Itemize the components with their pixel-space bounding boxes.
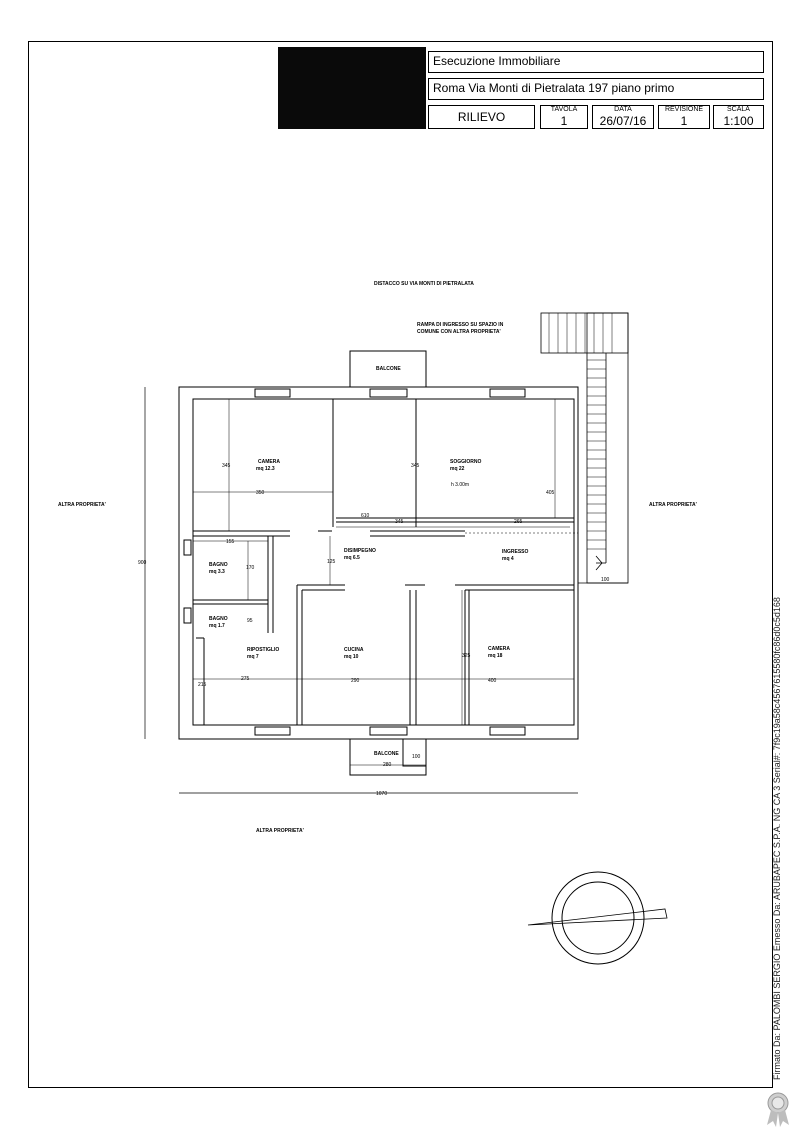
camera-name: CAMERA	[258, 459, 280, 465]
soggiorno-height: h 3.00m	[451, 482, 469, 488]
drawing-frame	[28, 41, 773, 1088]
dim-405: 405	[546, 490, 555, 496]
dim-345a: 345	[222, 463, 231, 469]
camera2-area: mq 18	[488, 653, 503, 659]
dim-290: 290	[351, 678, 360, 684]
balcone-top-label: BALCONE	[376, 366, 401, 372]
windows	[183, 388, 526, 736]
digital-signature-text: Firmato Da: PALOMBI SERGIO Emesso Da: AR…	[772, 597, 782, 1080]
dim-100a: 100	[601, 577, 610, 583]
bagno2-name: BAGNO	[209, 616, 228, 622]
right-note: ALTRA PROPRIETA'	[649, 502, 697, 508]
ripostiglio-name: RIPOSTIGLIO	[247, 647, 279, 653]
title-line-1: Esecuzione Immobiliare	[428, 51, 764, 73]
dim-900: 900	[138, 560, 147, 566]
dim-170: 170	[246, 565, 255, 571]
dim-215: 215	[198, 682, 207, 688]
balcone-bottom-step	[402, 738, 427, 767]
dim-265: 265	[514, 519, 523, 525]
bagno1-name: BAGNO	[209, 562, 228, 568]
interior-walls	[193, 399, 574, 725]
scala-cell: SCALA 1:100	[713, 105, 764, 129]
dim-610: 610	[361, 513, 370, 519]
balcone-top	[349, 350, 427, 388]
disimpegno-name: DISIMPEGNO	[344, 548, 376, 554]
camera-area: mq 12.3	[256, 466, 275, 472]
soggiorno-name: SOGGIORNO	[450, 459, 482, 465]
dim-275: 275	[241, 676, 250, 682]
bagno2-area: mq 1.7	[209, 623, 225, 629]
dim-400: 400	[488, 678, 497, 684]
ripostiglio-area: mq 7	[247, 654, 259, 660]
dim-350: 350	[256, 490, 265, 496]
tavola-cell: TAVOLA 1	[540, 105, 588, 129]
left-note: ALTRA PROPRIETA'	[58, 502, 106, 508]
dim-100b: 100	[412, 754, 421, 760]
ramp-note-1: RAMPA DI INGRESSO SU SPAZIO IN	[417, 322, 504, 328]
top-note: DISTACCO SU VIA MONTI DI PIETRALATA	[374, 281, 474, 287]
dim-280: 280	[383, 762, 392, 768]
disimpegno-area: mq 6.5	[344, 555, 360, 561]
dim-95: 95	[247, 618, 253, 624]
staircase	[540, 312, 629, 584]
ingresso-name: INGRESSO	[502, 549, 529, 555]
bottom-note: ALTRA PROPRIETA'	[256, 828, 304, 834]
ingresso-area: mq 4	[502, 556, 514, 562]
dim-125: 125	[327, 559, 336, 565]
certificate-ribbon-icon	[767, 1092, 789, 1127]
dim-345b: 345	[411, 463, 420, 469]
revisione-cell: REVISIONE 1	[658, 105, 710, 129]
cucina-name: CUCINA	[344, 647, 364, 653]
balcone-bottom-label: BALCONE	[374, 751, 399, 757]
cucina-area: mq 10	[344, 654, 359, 660]
ramp-note-2: COMUNE CON ALTRA PROPRIETA'	[417, 329, 501, 335]
soggiorno-area: mq 22	[450, 466, 465, 472]
dim-1070: 1070	[376, 791, 387, 797]
stair-treads	[548, 313, 613, 550]
rilievo-cell: RILIEVO	[428, 105, 535, 129]
outer-walls	[178, 386, 579, 740]
title-line-2: Roma Via Monti di Pietralata 197 piano p…	[428, 78, 764, 100]
overall-dimensions	[144, 387, 578, 794]
redacted-block	[278, 47, 426, 129]
north-arrow-icon	[527, 871, 668, 965]
dim-345c: 345	[395, 519, 404, 525]
camera2-name: CAMERA	[488, 646, 510, 652]
dim-155: 155	[226, 539, 235, 545]
data-cell: DATA 26/07/16	[592, 105, 654, 129]
bagno1-area: mq 3.3	[209, 569, 225, 575]
dim-325: 325	[462, 653, 471, 659]
room-dimension-lines	[193, 399, 574, 766]
